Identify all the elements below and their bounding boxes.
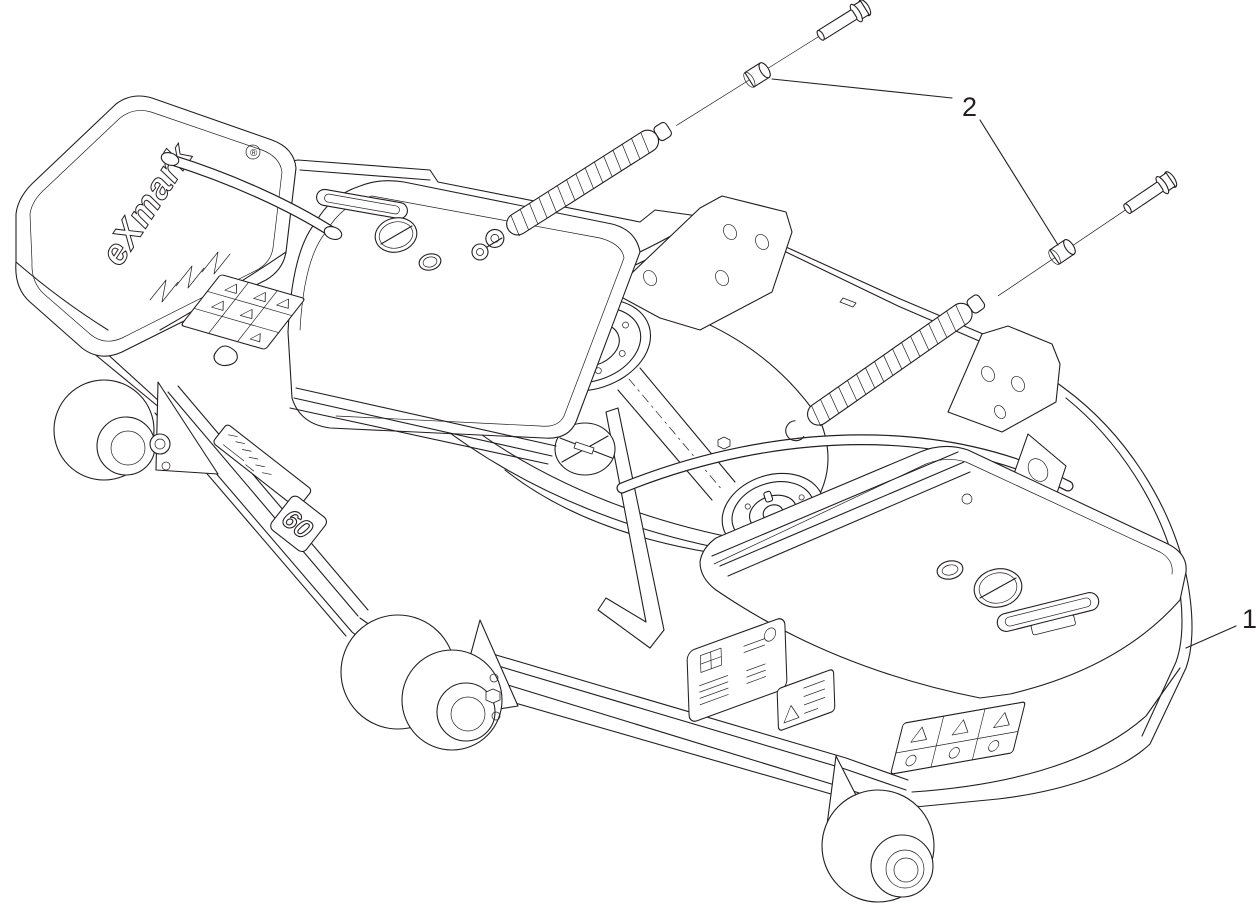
spring-eyebolt: [471, 237, 503, 261]
anti-scalp-wheel-right: [821, 755, 935, 903]
warning-emblem-icon: [973, 568, 1023, 608]
callout-2-leader-b: [979, 119, 1059, 246]
safety-decal-grid: [181, 274, 305, 350]
callout-2: 2: [771, 78, 1059, 246]
anchor-bolt-2: [997, 171, 1178, 297]
belt-routing-decal: [686, 618, 788, 722]
warning-decal-small: [776, 669, 836, 731]
anti-scalp-wheel-pair-center: [340, 614, 519, 751]
belt-cover-left: [287, 180, 641, 465]
callout-2-label: 2: [962, 92, 977, 122]
callout-1: 1: [1185, 604, 1257, 649]
cap-nut: [213, 345, 238, 367]
anti-scalp-wheel-left: [53, 379, 219, 481]
callout-1-label: 1: [1242, 604, 1257, 634]
lift-assist-spring-left: [485, 121, 672, 248]
lift-bracket-plate-center: [611, 195, 793, 331]
callout-2-leader-a: [771, 78, 953, 99]
registered-mark: ®: [250, 148, 258, 159]
size-decal: 60: [213, 424, 327, 553]
callout-1-leader: [1185, 625, 1237, 649]
lift-assist-spring-right: [785, 294, 986, 442]
belt-cover-right: [699, 445, 1187, 699]
spacer-2: [1048, 239, 1076, 265]
warning-emblem-icon: [374, 217, 418, 253]
warning-decal-triple: [890, 701, 1026, 775]
spacer-1: [743, 62, 771, 88]
anchor-bolt-1: [676, 0, 872, 126]
